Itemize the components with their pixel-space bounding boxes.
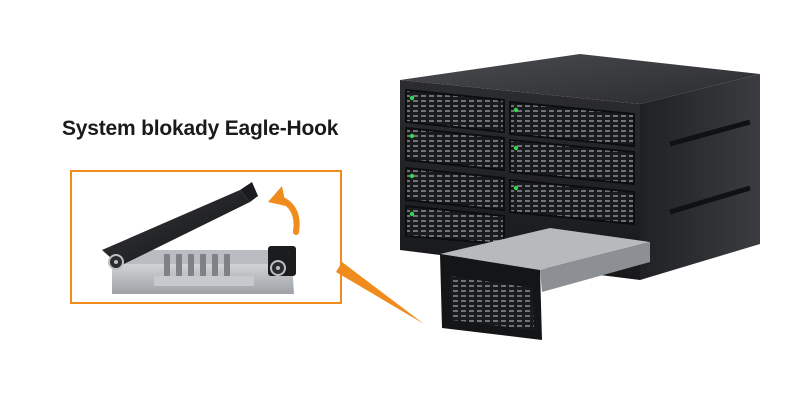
drive-bay-2: [405, 126, 505, 172]
callout-pointer: [336, 262, 424, 324]
pulled-out-drive-tray: [440, 228, 650, 340]
drive-bay-5: [509, 100, 635, 148]
tray-vent-slots: [164, 254, 230, 276]
drive-bay-6: [509, 138, 635, 186]
drive-bay-3: [405, 166, 505, 212]
eagle-hook-latch-illustration: [102, 182, 300, 294]
drive-bays: [405, 88, 635, 246]
eagle-hook-lever: [102, 190, 250, 266]
eagle-hook-detail-frame: [70, 170, 342, 304]
lever-hook-tip: [240, 182, 258, 202]
feature-heading: System blokady Eagle-Hook: [62, 117, 339, 140]
drive-bay-7: [509, 178, 635, 226]
curved-up-arrow-icon: [268, 186, 300, 235]
enclosure-side: [640, 74, 760, 280]
tray-front-mesh: [450, 276, 534, 330]
activity-led-icons: [409, 95, 519, 217]
hot-swap-drive-enclosure: [400, 54, 760, 340]
tray-rail: [154, 276, 254, 286]
side-rails: [669, 119, 751, 215]
enclosure-top: [400, 54, 760, 104]
drive-bay-1: [405, 88, 505, 134]
tray-inner-plate: [440, 228, 650, 270]
